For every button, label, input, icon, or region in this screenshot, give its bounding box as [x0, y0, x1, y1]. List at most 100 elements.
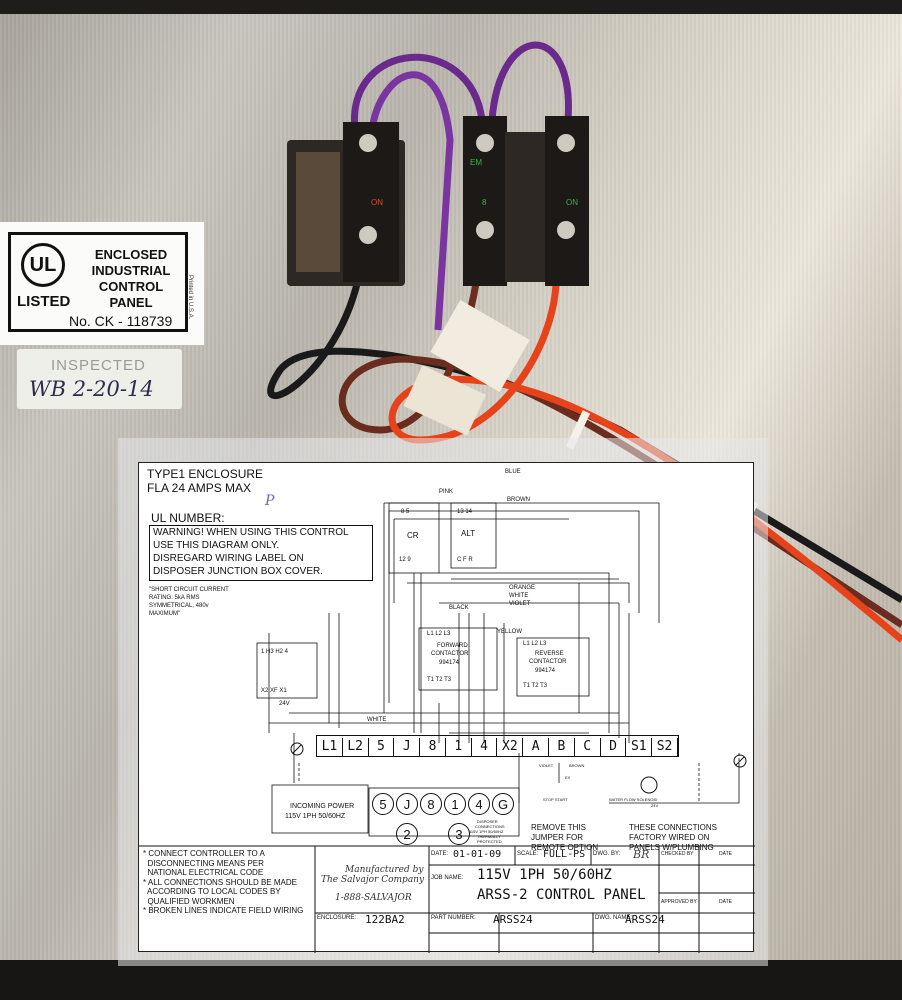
warning-line-4: DISPOSER JUNCTION BOX COVER. — [153, 566, 324, 577]
purple-wire-right — [488, 41, 572, 121]
warning-line-1: WARNING! WHEN USING THIS CONTROL — [153, 527, 349, 538]
note-line: QUALIFIED WORKMEN — [143, 896, 235, 906]
disposer-note-1: DISPOSER — [477, 819, 498, 824]
terminal-b: B — [549, 738, 575, 756]
warning-box — [149, 525, 373, 581]
date-label: DATE: — [431, 851, 449, 857]
short-circuit-2: RATING: 5kA RMS — [149, 595, 200, 601]
ex-label: EX — [565, 775, 571, 780]
disposer-note-4: THERMALLY — [477, 834, 501, 839]
screw — [557, 221, 575, 239]
ul-number-label: UL NUMBER: — [151, 511, 225, 525]
ul-listed-text: LISTED — [17, 293, 71, 310]
fla-handwritten-mark: P — [265, 493, 275, 509]
approved-date-label: DATE — [719, 899, 732, 905]
violet-label: VIOLET — [539, 763, 554, 768]
disposer-note-2: CONNECTIONS — [475, 824, 505, 829]
screw — [359, 134, 377, 152]
manufacturer-line-2: The Salvajor Company — [321, 875, 425, 885]
ul-printed-note: Printed in U.S.A. — [187, 275, 193, 320]
stop-start-label: STOP START — [543, 797, 568, 802]
terminal-circle-g: G — [492, 793, 514, 815]
note-line: DISCONNECTING MEANS PER — [143, 858, 264, 868]
terminal-s1: S1 — [626, 738, 653, 756]
terminal-circle-1: 1 — [444, 793, 466, 815]
alt-relay-top: 13 14 — [457, 509, 473, 515]
inspected-title: INSPECTED — [51, 357, 146, 374]
wire-label-yellow: YELLOW — [497, 629, 523, 635]
wire-label-pink: PINK — [439, 489, 454, 495]
terminal-circle-2: 2 — [396, 823, 418, 845]
dwg-by-label: DWG. BY: — [593, 851, 621, 857]
terminal-s2: S2 — [652, 738, 678, 756]
short-circuit-3: SYMMETRICAL, 480v — [149, 603, 209, 609]
job-name-line-2: ARSS-2 CONTROL PANEL — [477, 887, 646, 903]
factory-note-3: PANELS W/PLUMBING — [629, 843, 714, 852]
disposer-note-3: 115V 1PH 50/60HZ — [469, 829, 504, 834]
job-name-label: JOB NAME: — [431, 875, 464, 881]
water-flow-label: WATER FLOW SOLENOID — [609, 797, 658, 802]
checked-by-label: CHECKED BY — [661, 851, 694, 857]
terminal-strip — [316, 735, 679, 757]
short-circuit-4: MAXIMUM" — [149, 611, 181, 617]
enclosure-type: TYPE1 ENCLOSURE — [147, 467, 264, 481]
terminal-c: C — [575, 738, 601, 756]
forward-contactor-name2: CONTACTOR — [431, 651, 469, 657]
transformer-top: 1 H3 H2 4 — [261, 649, 289, 655]
note-line: * ALL CONNECTIONS SHOULD BE MADE — [143, 877, 297, 887]
terminal-4: 4 — [472, 738, 498, 756]
terminal-5: 5 — [369, 738, 395, 756]
note-line: ACCORDING TO LOCAL CODES BY — [143, 887, 281, 896]
wire-label-black: BLACK — [449, 605, 469, 611]
screw — [476, 134, 494, 152]
dwg-by-value: BR — [633, 848, 650, 861]
reverse-contactor-name2: CONTACTOR — [529, 659, 567, 665]
terminal-l2: L2 — [343, 738, 369, 756]
factory-note-1: THESE CONNECTIONS — [629, 823, 718, 832]
alt-relay-name: ALT — [461, 529, 476, 538]
ul-listed-label: UL LISTED ENCLOSED INDUSTRIAL CONTROL PA… — [0, 222, 204, 345]
reverse-contactor-bottom: T1 T2 T3 — [523, 683, 548, 689]
dwg-name-label: DWG. NAME: — [595, 915, 632, 921]
short-circuit-1: "SHORT CIRCUIT CURRENT — [149, 587, 229, 593]
schematic-lines — [139, 502, 755, 953]
wiring-diagram: TYPE1 ENCLOSURE FLA 24 AMPS MAX P UL NUM… — [138, 462, 755, 953]
terminal-circle-j: J — [396, 793, 418, 815]
alt-relay-bottom: C F R — [457, 557, 473, 563]
transformer-bottom: X2 XF X1 — [261, 688, 287, 694]
forward-contactor-bottom: T1 T2 T3 — [427, 677, 452, 683]
enclosure-value: 122BA2 — [365, 913, 405, 926]
wire-clip — [430, 300, 530, 392]
part-number-value: ARSS24 — [493, 913, 533, 926]
forward-contactor-name1: FORWARD — [437, 643, 468, 649]
inspected-label: INSPECTED WB 2-20-14 — [17, 349, 182, 409]
factory-note-2: FACTORY WIRED ON — [629, 833, 710, 842]
switch-label-left: ON — [371, 198, 383, 207]
warning-line-2: USE THIS DIAGRAM ONLY. — [153, 540, 280, 551]
manufacturer-phone: 1-888-SALVAJOR — [335, 893, 412, 903]
incoming-power-line-1: INCOMING POWER — [290, 803, 355, 810]
dwg-name-value: ARSS24 — [625, 913, 665, 926]
terminal-l1: L1 — [317, 738, 343, 756]
switch-label-right: ON — [566, 198, 578, 207]
panel-bottom-shadow — [0, 960, 902, 1000]
note-line: NATIONAL ELECTRICAL CODE — [143, 868, 264, 877]
cr-relay-top: 8 5 — [401, 509, 410, 515]
terminal-circle-8: 8 — [420, 793, 442, 815]
wire-label-violet: VIOLET — [509, 601, 531, 607]
fla-rating: FLA 24 AMPS MAX — [147, 481, 252, 495]
forward-contactor-part: 994174 — [439, 660, 460, 666]
screw — [557, 134, 575, 152]
forward-contactor-top: L1 L2 L3 — [427, 631, 451, 637]
ul-label-border: UL LISTED ENCLOSED INDUSTRIAL CONTROL PA… — [8, 232, 193, 332]
purple-wire-mid — [368, 71, 454, 331]
part-number-label: PART NUMBER: — [431, 915, 476, 921]
cr-relay-bottom: 12 9 — [399, 557, 411, 563]
wire-label-orange: ORANGE — [509, 585, 536, 591]
enclosure-label: ENCLOSURE: — [317, 915, 357, 921]
inspected-signature: WB 2-20-14 — [29, 377, 154, 401]
purple-wire-left — [351, 54, 486, 131]
terminal-1: 1 — [446, 738, 472, 756]
